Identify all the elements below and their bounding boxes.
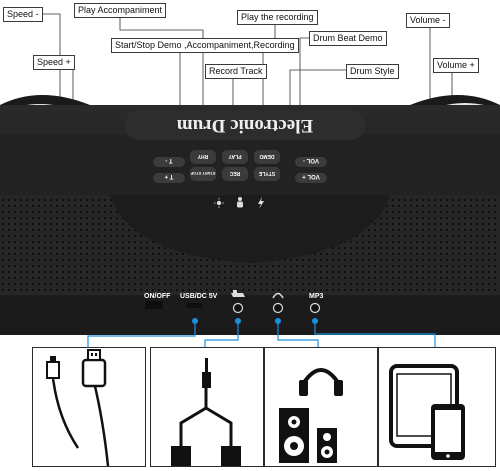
electronic-drum-device: Electronic Drum T - T + RHY START STOP P… bbox=[0, 95, 500, 335]
play-button[interactable] bbox=[222, 150, 248, 164]
tempo-plus-button[interactable] bbox=[153, 173, 185, 183]
tempo-minus-button[interactable] bbox=[153, 157, 185, 167]
headphones-icon bbox=[272, 292, 284, 299]
brightness-icon bbox=[214, 198, 224, 208]
bolt-icon bbox=[258, 197, 264, 209]
style-button[interactable] bbox=[254, 167, 280, 181]
callout-drum-beat-demo: Drum Beat Demo bbox=[309, 31, 387, 46]
usb-dc-label: USB/DC 5V bbox=[180, 293, 218, 300]
svg-text:START STOP: START STOP bbox=[190, 171, 215, 176]
svg-text:VOL -: VOL - bbox=[303, 157, 319, 163]
status-icons bbox=[214, 197, 264, 209]
button-row: T - T + RHY START STOP PLAY REC DEMO STY… bbox=[153, 150, 327, 183]
port-strip bbox=[145, 290, 321, 324]
svg-text:RHY: RHY bbox=[197, 153, 208, 159]
headphone-jack[interactable] bbox=[272, 302, 284, 314]
mp3-label: MP3 bbox=[309, 293, 324, 300]
usb-cable-icon bbox=[46, 349, 110, 466]
callout-start-stop-demo: Start/Stop Demo ,Accompaniment,Recording bbox=[111, 38, 299, 53]
demo-button[interactable] bbox=[254, 150, 280, 164]
pedal-jack[interactable] bbox=[232, 302, 244, 314]
callout-play-recording: Play the recording bbox=[237, 10, 318, 25]
vol-minus-button[interactable] bbox=[295, 157, 327, 167]
usb-port[interactable] bbox=[186, 303, 202, 308]
pedal-port-icon bbox=[231, 290, 245, 297]
start-stop-button[interactable] bbox=[190, 167, 216, 181]
callout-speed-plus: Speed + bbox=[33, 55, 75, 70]
callout-play-accompaniment: Play Accompaniment bbox=[74, 3, 167, 18]
svg-text:T -: T - bbox=[165, 157, 172, 163]
vol-plus-button[interactable] bbox=[295, 173, 327, 183]
panel-tablet-phone bbox=[378, 347, 496, 467]
svg-text:PLAY: PLAY bbox=[228, 153, 242, 159]
svg-text:T +: T + bbox=[164, 173, 173, 179]
callout-drum-style: Drum Style bbox=[346, 64, 399, 79]
tablet-phone-icon bbox=[389, 364, 465, 460]
svg-text:DEMO: DEMO bbox=[259, 153, 274, 159]
rhy-button[interactable] bbox=[190, 150, 216, 164]
callout-speed-minus: Speed - bbox=[3, 7, 43, 22]
person-icon bbox=[237, 197, 243, 208]
rec-button[interactable] bbox=[222, 167, 248, 181]
panel-headphones-speakers bbox=[264, 347, 378, 467]
callout-volume-plus: Volume + bbox=[433, 58, 479, 73]
callout-record-track: Record Track bbox=[205, 64, 267, 79]
svg-text:REC: REC bbox=[229, 170, 240, 176]
callout-volume-minus: Volume - bbox=[406, 13, 450, 28]
headphones-speakers-icon bbox=[279, 368, 343, 463]
brand-name: Electronic Drum bbox=[177, 115, 313, 136]
power-switch[interactable] bbox=[145, 301, 163, 309]
svg-text:VOL +: VOL + bbox=[302, 173, 320, 179]
svg-text:STYLE: STYLE bbox=[258, 170, 275, 176]
on-off-label: ON/OFF bbox=[144, 293, 171, 300]
panel-usb-cable bbox=[32, 347, 146, 467]
panel-audio-cable bbox=[150, 347, 264, 467]
audio-splitter-cable-icon bbox=[171, 358, 241, 466]
mp3-jack[interactable] bbox=[309, 302, 321, 314]
